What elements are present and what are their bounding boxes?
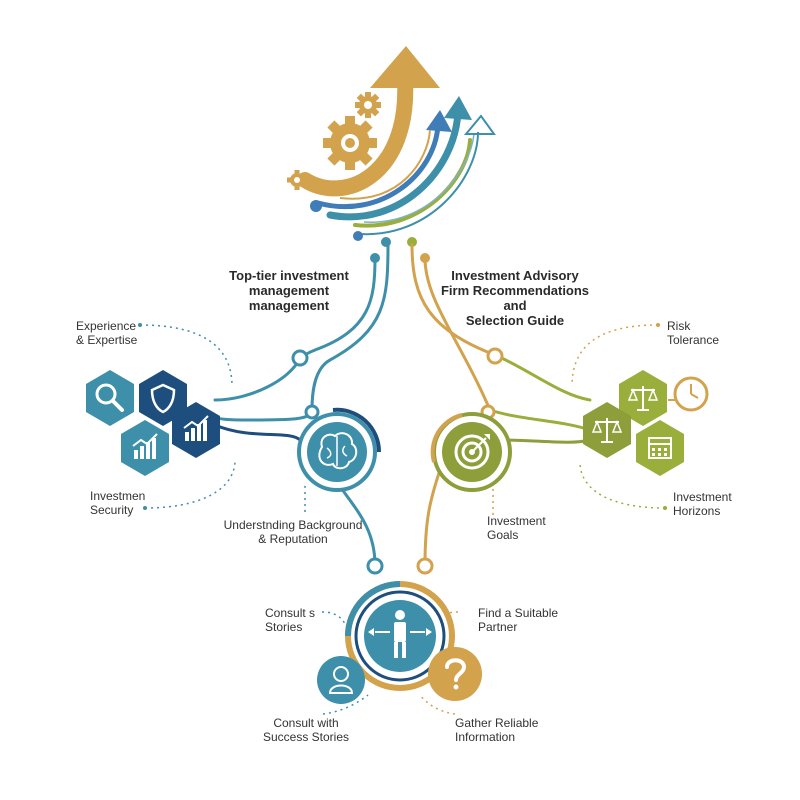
- label-line: Risk: [667, 319, 691, 333]
- consult-top-label: Consult s Stories: [265, 606, 315, 634]
- left-title: Top-tier investment management managemen…: [218, 268, 360, 313]
- target-icon: [430, 412, 512, 492]
- clock-icon: [673, 376, 709, 412]
- label-line: Information: [455, 730, 516, 744]
- scale-icon: [619, 370, 667, 426]
- label-line: Success Stories: [262, 730, 350, 744]
- calendar-icon: [636, 420, 684, 476]
- goals-label: Investment Goals: [487, 514, 546, 542]
- right-hex-cluster: [583, 370, 709, 476]
- label-line: Consult s: [265, 606, 316, 620]
- partner-label: Find a Suitable Partner: [478, 606, 558, 634]
- label-line: Find a Suitable: [478, 606, 559, 620]
- left-title-line: management: [248, 283, 330, 298]
- bar-chart-icon: [121, 420, 169, 476]
- label-line: Security: [90, 503, 134, 517]
- brain-icon: [297, 407, 382, 492]
- left-title-line: Top-tier investment: [229, 268, 349, 283]
- label-line: Investment: [673, 490, 732, 504]
- label-line: Investment: [487, 514, 546, 528]
- label-line: Partner: [478, 620, 518, 634]
- junction-dots: [291, 253, 504, 575]
- left-title-line: management: [248, 298, 330, 313]
- consult-bottom-label: Consult with Success Stories: [258, 716, 354, 744]
- background-label: Understnding Background & Reputation: [218, 518, 368, 546]
- label-line: Investmen: [90, 489, 146, 503]
- experience-label: Experience & Expertise: [76, 319, 137, 347]
- security-label: Investmen Security: [90, 489, 145, 517]
- label-line: Gather Reliable: [455, 716, 539, 730]
- label-line: & Reputation: [258, 532, 328, 546]
- right-title: Investment Advisory Firm Recommendations…: [430, 268, 600, 328]
- gather-label: Gather Reliable Information: [455, 716, 538, 744]
- right-title-line: Selection Guide: [465, 313, 565, 328]
- handshake-icon: [345, 581, 455, 691]
- label-line: Consult with: [273, 716, 339, 730]
- horizons-label: Investment Horizons: [673, 490, 732, 518]
- growth-arrow-icon: [297, 46, 496, 247]
- label-line: Horizons: [673, 504, 721, 518]
- risk-label: Risk Tolerance: [667, 319, 719, 347]
- shield-icon: [139, 370, 187, 426]
- label-line: Tolerance: [667, 333, 720, 347]
- label-line: Understnding Background: [223, 518, 363, 532]
- label-line: Experience: [76, 319, 137, 333]
- scale-icon: [583, 402, 631, 458]
- left-hex-cluster: [86, 370, 220, 476]
- right-title-line: Investment Advisory: [451, 268, 579, 283]
- label-line: & Expertise: [76, 333, 138, 347]
- person-icon: [317, 656, 365, 704]
- magnifier-icon: [86, 370, 134, 426]
- bar-chart-icon: [172, 402, 220, 458]
- label-line: Goals: [487, 528, 519, 542]
- label-line: Stories: [265, 620, 303, 634]
- right-title-line: Firm Recommendations and: [440, 283, 590, 313]
- question-icon: [428, 647, 482, 701]
